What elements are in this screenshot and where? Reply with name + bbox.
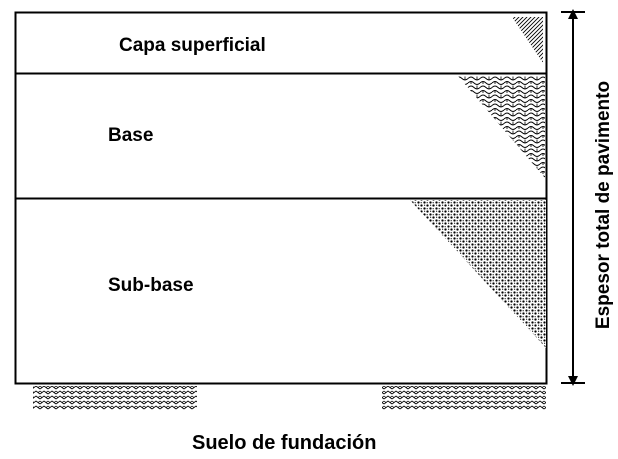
label-sub-base: Sub-base [108,275,194,296]
sub-base-dot-texture [410,200,546,348]
subgrade-label: Suelo de fundación [192,432,376,454]
surface-hatch-texture [512,17,543,63]
pavement-layers [14,11,548,385]
thickness-dimension [561,8,585,386]
subgrade-soil-left [33,386,197,410]
layer-capa-superficial [14,11,548,75]
thickness-label: Espesor total de pavimento [593,81,614,329]
base-texture [458,76,545,178]
label-base: Base [108,125,153,146]
label-capa-superficial: Capa superficial [119,35,266,56]
layer-base [14,72,548,200]
subgrade-soil-right [382,386,546,410]
